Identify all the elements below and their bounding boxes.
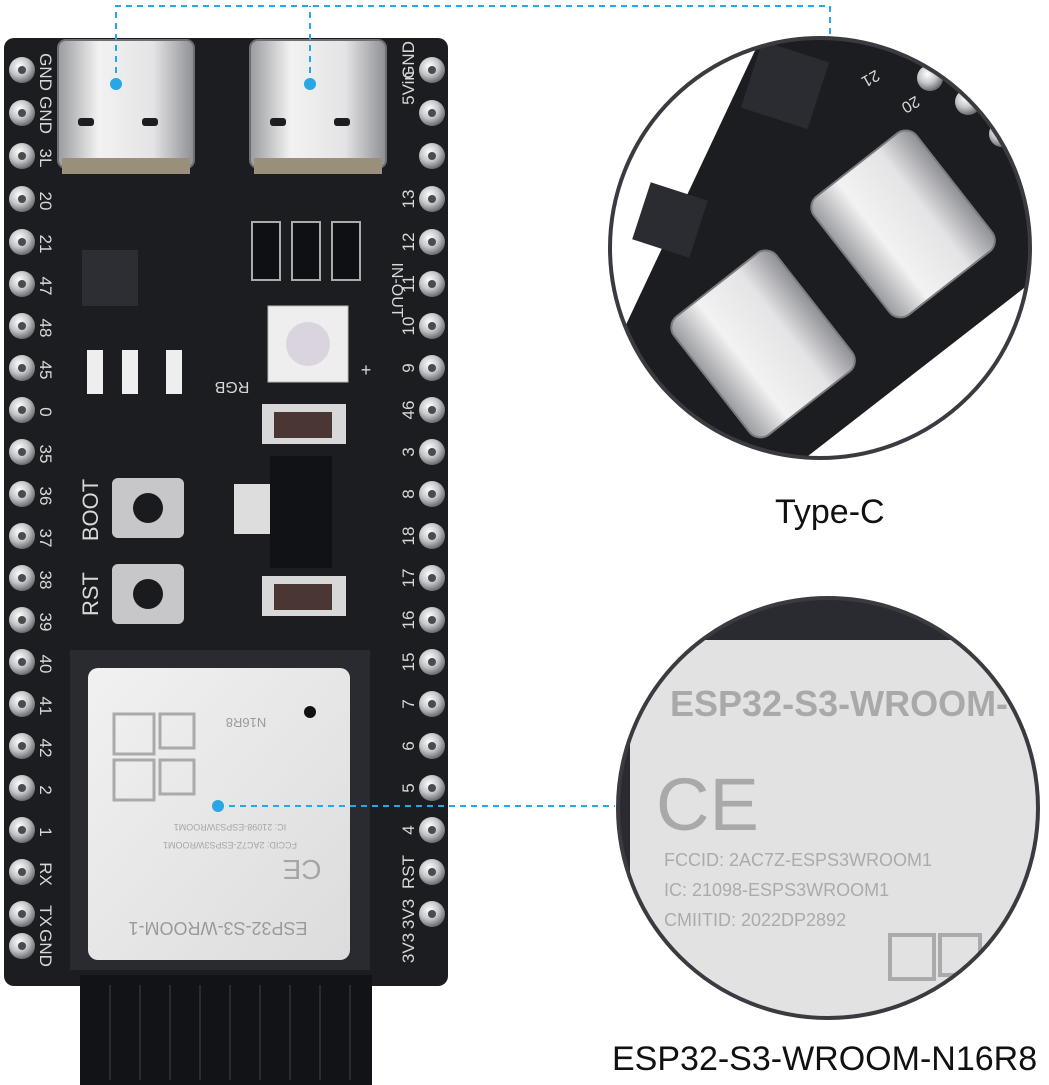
left-header-pads	[9, 57, 35, 959]
zoom-typec: 21 20	[608, 36, 1032, 460]
right-pin-labels: 5Vin GND 13 12 11 10 9 46 3 8 18 17 16 1…	[399, 41, 418, 963]
zoom-ce-mark: CE	[656, 763, 759, 846]
right-pin-label: 4	[399, 825, 418, 834]
zoom-ic-text: IC: 21098-ESPS3WROOM1	[664, 880, 889, 900]
diode	[251, 221, 281, 281]
zoom-usb-c-port	[810, 129, 996, 319]
diode	[291, 221, 321, 281]
right-pin-label: 3V3	[399, 899, 418, 929]
callout-dot	[304, 78, 316, 90]
right-pin-label: 18	[399, 527, 418, 546]
ldo-regulator	[270, 456, 332, 568]
zoom-module-title: ESP32-S3-WROOM-	[670, 683, 1008, 724]
right-pin-label: 8	[399, 489, 418, 498]
type-c-caption: Type-C	[775, 493, 885, 531]
zoom-module-shield	[630, 640, 1038, 1018]
left-pin-label: 36	[36, 487, 55, 506]
left-pin-label: 1	[36, 827, 55, 836]
right-pin-label: 17	[399, 569, 418, 588]
left-pin-label: 3L	[36, 149, 55, 168]
module-caption: ESP32-S3-WROOM-N16R8	[612, 1040, 1038, 1078]
rgb-label: RGB	[215, 378, 250, 395]
left-pin-label: 20	[36, 192, 55, 211]
left-pin-label: GND	[36, 96, 55, 134]
right-pin-label: RST	[399, 855, 418, 889]
in-out-label: IN-OUT	[388, 262, 405, 317]
antenna-connector	[80, 975, 372, 1085]
left-pin-label: 39	[36, 613, 55, 632]
reset-button	[112, 564, 184, 624]
zoom-module: ESP32-S3-WROOM- CE FCCID: 2AC7Z-ESPS3WRO…	[616, 596, 1040, 1020]
right-pin-label: GND	[399, 41, 418, 79]
boot-label: BOOT	[78, 479, 103, 541]
left-pin-label: 0	[36, 407, 55, 416]
diode	[331, 221, 361, 281]
right-pin-label: 10	[399, 317, 418, 336]
left-pin-label: GND	[36, 53, 55, 91]
left-pin-label: GND	[36, 929, 55, 967]
zoom-usb-c-port	[670, 249, 856, 439]
usb-c-port-left	[57, 39, 195, 174]
left-pin-label: 45	[36, 361, 55, 380]
usb-hub-chip	[82, 250, 138, 306]
left-pin-label: 42	[36, 739, 55, 758]
right-pin-label: 16	[399, 611, 418, 630]
module-fcc-text: FCCID: 2AC7Z-ESPS3WROOM1	[163, 840, 297, 850]
right-pin-label: 11	[399, 275, 418, 293]
callout-dot	[212, 800, 224, 812]
ldo-tab	[234, 484, 270, 534]
esp32-board: GND GND 3L 20 21 47 48 45 0 35 36 37 38 …	[4, 38, 448, 1085]
status-led	[166, 350, 182, 394]
callout-line-typec	[115, 5, 831, 84]
left-pin-label: 2	[36, 785, 55, 794]
right-pin-label: 46	[399, 401, 418, 420]
right-pin-label: 15	[399, 653, 418, 672]
module-variant-text: N16R8	[226, 715, 266, 730]
left-pin-label: 21	[36, 235, 55, 254]
zoom-qr-code	[888, 933, 936, 981]
left-pin-label: 41	[36, 697, 55, 716]
right-pin-label: 5Vin	[399, 71, 418, 105]
right-header-pads	[419, 57, 445, 927]
zoom-pin-label: 21	[858, 66, 882, 90]
right-pin-label: 13	[399, 190, 418, 209]
zoom-cmiit-text: CMIITID: 2022DP2892	[664, 910, 846, 930]
right-pin-label: 12	[399, 233, 418, 252]
rst-label: RST	[78, 572, 103, 616]
usb-c-port-right	[249, 39, 387, 174]
right-pin-label: 5	[399, 783, 418, 792]
boot-button	[112, 478, 184, 538]
plus-label: +	[361, 360, 372, 380]
left-pin-label: 37	[36, 529, 55, 548]
zoom-fcc-text: FCCID: 2AC7Z-ESPS3WROOM1	[664, 850, 932, 870]
module-ic-text: IC: 21098-ESPS3WROOM1	[174, 822, 287, 832]
module-name-text: ESP32-S3-WROOM-1	[128, 918, 307, 938]
right-pin-label: 3	[399, 447, 418, 456]
status-led	[87, 350, 103, 394]
right-pin-label: 3V3	[399, 933, 418, 963]
left-pin-label: 47	[36, 277, 55, 296]
right-pin-label: 6	[399, 741, 418, 750]
left-pin-labels: GND GND 3L 20 21 47 48 45 0 35 36 37 38 …	[36, 53, 55, 967]
left-pin-label: TX	[36, 905, 55, 927]
left-pin-label: RX	[36, 862, 55, 886]
status-led	[122, 350, 138, 394]
left-pin-label: 38	[36, 571, 55, 590]
left-pin-label: 48	[36, 319, 55, 338]
callout-dot	[110, 78, 122, 90]
left-pin-label: 35	[36, 445, 55, 464]
callout-lines	[115, 5, 831, 807]
left-pin-label: 40	[36, 655, 55, 674]
right-pin-label: 9	[399, 363, 418, 372]
module-ce-text: CE	[283, 854, 322, 885]
qr-code	[112, 712, 156, 756]
zoom-pin-label: 20	[898, 92, 922, 116]
right-pin-label: 7	[399, 699, 418, 708]
